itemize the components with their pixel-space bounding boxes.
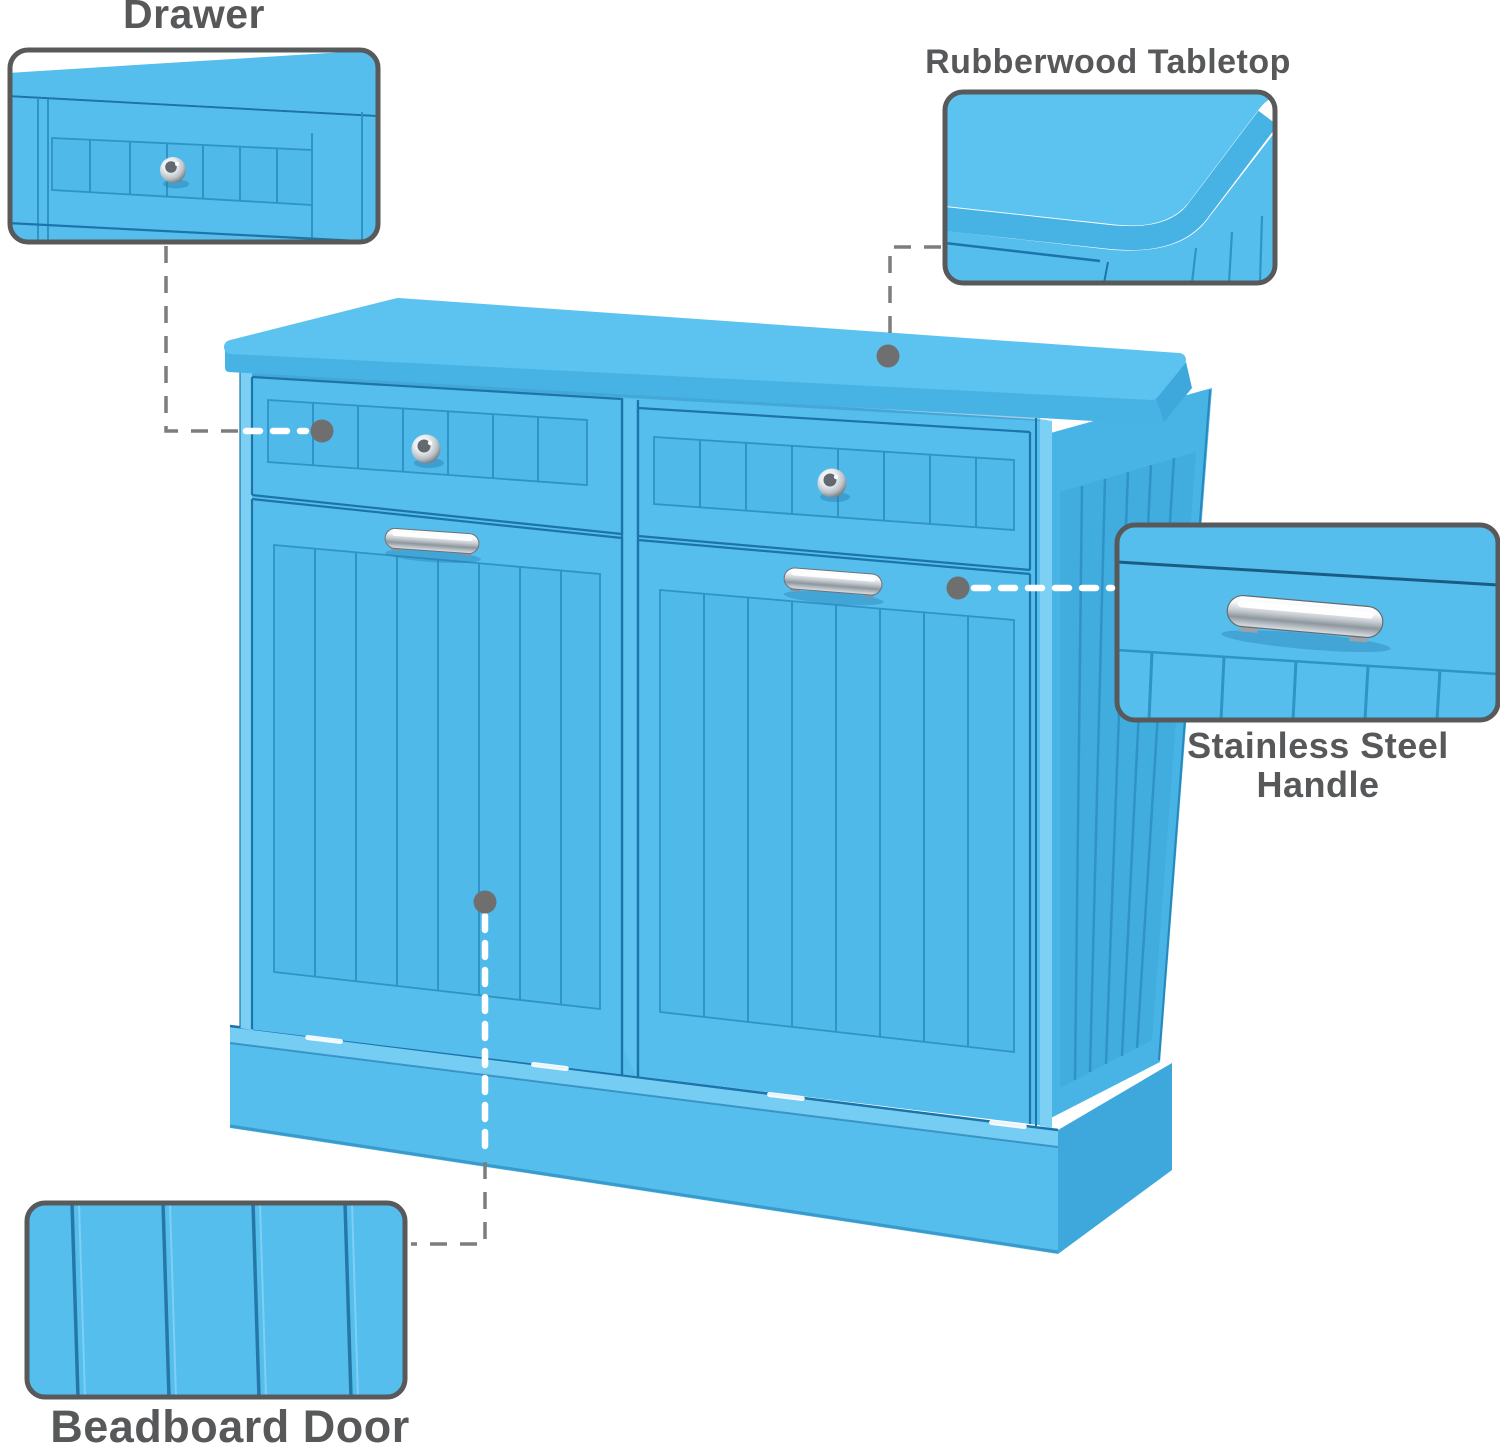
cabinet-tabletop (224, 298, 1192, 425)
left-drawer (250, 375, 624, 536)
connectors (164, 245, 1116, 1246)
left-door-handle (384, 527, 481, 563)
drawer-callout-box (7, 47, 381, 245)
handle-label-line1: Stainless Steel (1187, 725, 1449, 766)
handle-callout-box (1114, 522, 1500, 723)
left-door-hinges (305, 1034, 569, 1072)
right-drawer (636, 406, 1032, 572)
right-door (636, 538, 1032, 1130)
handle-marker-dot (946, 576, 970, 600)
right-door-handle (783, 567, 884, 606)
drawer-marker-dot (310, 419, 334, 443)
door-callout-box (24, 1200, 408, 1400)
tabletop-label: Rubberwood Tabletop (925, 43, 1291, 81)
handle-callout-handle (1221, 594, 1391, 653)
drawer-label: Drawer (122, 0, 265, 37)
door-marker-dot (473, 890, 497, 914)
cabinet-base (229, 1024, 1172, 1254)
left-door (250, 497, 624, 1075)
handle-label: Stainless Steel Handle (1128, 726, 1500, 804)
right-drawer-knob (817, 468, 850, 502)
cabinet (224, 298, 1212, 1254)
right-door-hinges (767, 1091, 1027, 1130)
left-drawer-knob (411, 434, 444, 468)
handle-label-line2: Handle (1256, 764, 1380, 806)
tabletop-marker-dot (876, 344, 900, 368)
tabletop-callout-box (942, 89, 1278, 286)
drawer-callout-knob (160, 157, 189, 189)
door-label: Beadboard Door (50, 1401, 410, 1448)
